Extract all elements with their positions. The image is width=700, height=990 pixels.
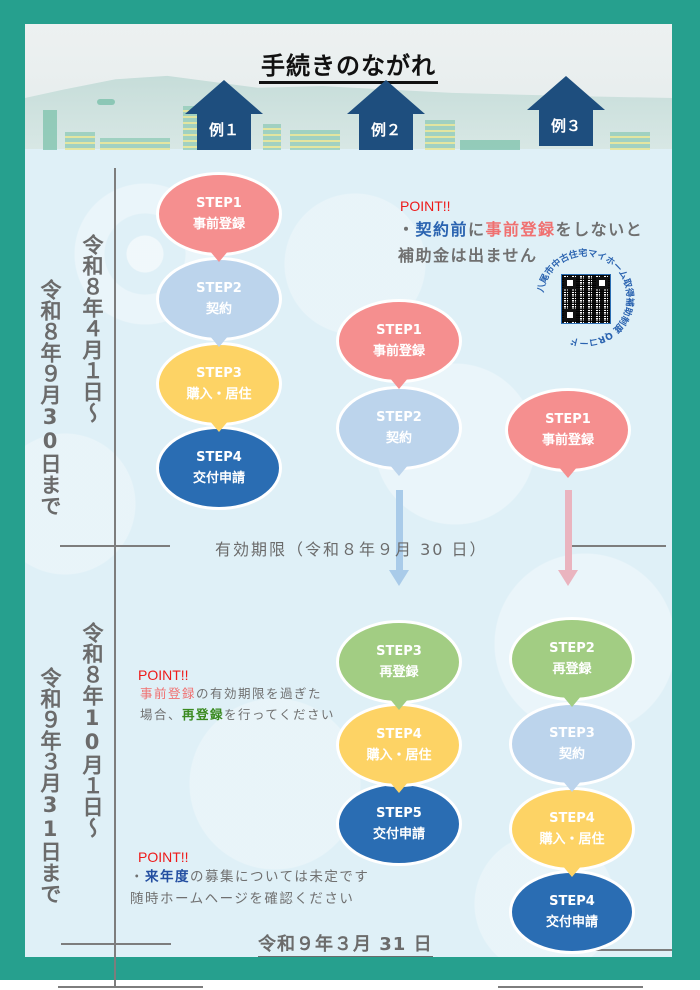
house-roof-icon [185,80,263,114]
house-roof-icon [527,76,605,110]
qr-caption-ring: 八尾市中古住宅マイホーム取得補助制度 QRコード [535,247,636,348]
helicopter-icon [97,99,115,105]
page-title: 手続きのながれ [25,46,672,84]
houses [460,140,520,150]
pagoda [43,110,57,150]
ex3-arrow-down-icon [558,570,578,586]
point-3-text: ・来年度の募集については未定です 随時ホームヘージを確認ください [130,869,370,907]
building [100,138,170,150]
timeline-vertical-line [114,168,116,957]
end-divider-left [61,943,171,945]
period-2-start: 令和８年10月１日〜 [80,622,104,838]
point-2-text: 事前登録の有効期限を過ぎた 場合、再登録を行ってください [140,686,336,722]
building [425,120,455,150]
svg-text:八尾市中古住宅マイホーム取得補助制度 QRコード: 八尾市中古住宅マイホーム取得補助制度 QRコード [535,247,636,348]
example-2-marker: 例２ [347,80,425,150]
overflow-divider-left [58,986,203,988]
point-1-label: POINT!! [400,198,451,214]
ex2-arrow-shaft [396,490,403,572]
building [263,124,281,150]
final-date: 令和９年３月 31 日 [258,930,433,957]
period-1-start: 令和８年４月１日〜 [80,234,104,423]
qr-code[interactable] [561,274,611,324]
building [610,132,650,150]
overflow-divider-right [498,986,643,988]
period-2-end: 令和９年３月31日まで [38,667,62,904]
point-1-text: ・契約前に事前登録をしないと 補助金は出ません [398,220,644,265]
timeline-line-overflow [114,957,116,987]
end-divider-right [580,949,672,951]
period-1-end: 令和８年９月30日まで [38,279,62,516]
building [65,132,95,150]
house-roof-icon [347,80,425,114]
poster-content: 手続きのながれ 例１ 例２ 例３ 令和８年４月１日〜 令和８年９月30日まで 令… [25,24,672,957]
ex2-arrow-down-icon [389,570,409,586]
point-3-label: POINT!! [138,849,189,865]
factory-building [290,130,340,150]
example-3-marker: 例３ [527,76,605,146]
period-divider-right [570,545,666,547]
ex3-arrow-shaft [565,490,572,572]
point-2-label: POINT!! [138,667,189,683]
example-1-marker: 例１ [185,80,263,150]
qr-code-badge[interactable]: 八尾市中古住宅マイホーム取得補助制度 QRコード [533,246,637,350]
period-divider-left [60,545,170,547]
validity-deadline: 有効期限（令和８年９月 30 日） [215,540,488,559]
